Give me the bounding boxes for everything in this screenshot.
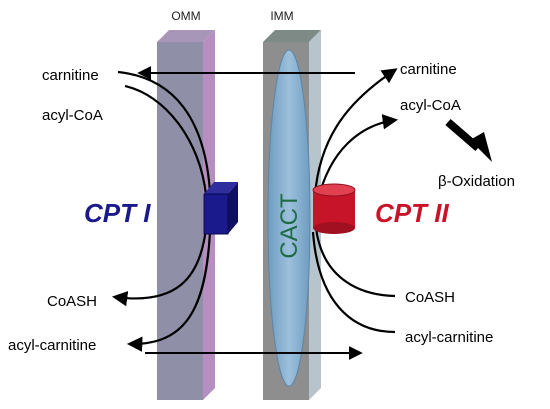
beta-oxidation-arrow: [445, 118, 492, 162]
curve-coash-right: [314, 227, 396, 298]
right-acyl-carnitine-label: acyl-carnitine: [405, 329, 493, 346]
cact-label: CACT: [276, 193, 303, 259]
right-carnitine-label: carnitine: [400, 61, 457, 78]
omm-front: [157, 42, 203, 400]
cpt2-enzyme-cylinder: [312, 183, 356, 234]
cpt1-label: CPT I: [84, 198, 151, 228]
curve-coash-out: [111, 227, 208, 307]
curve-acyl-coa-in: [124, 84, 208, 196]
curve-acyl-carnitine-out: [126, 230, 212, 352]
right-reaction-curves: [311, 68, 399, 334]
curve-carnitine-right: [313, 68, 398, 196]
curve-carnitine-out: [117, 70, 212, 193]
cpt1-enzyme-cube: [203, 182, 238, 235]
curve-acyl-coa-right: [316, 114, 399, 201]
right-coash-label: CoASH: [405, 289, 455, 306]
left-reaction-curves: [111, 70, 212, 352]
cpt2-label: CPT II: [375, 198, 449, 228]
right-acyl-coa-label: acyl-CoA: [400, 97, 461, 114]
beta-oxidation-label: β-Oxidation: [438, 173, 515, 190]
left-carnitine-label: carnitine: [42, 67, 99, 84]
imm-label: IMM: [270, 9, 293, 23]
left-acyl-coa-label: acyl-CoA: [42, 107, 103, 124]
left-coash-label: CoASH: [47, 293, 97, 310]
cact-transporter: CACT: [267, 49, 311, 387]
curve-acyl-carnitine-right: [311, 231, 396, 334]
omm-label: OMM: [171, 9, 200, 23]
left-acyl-carnitine-label: acyl-carnitine: [8, 337, 96, 354]
